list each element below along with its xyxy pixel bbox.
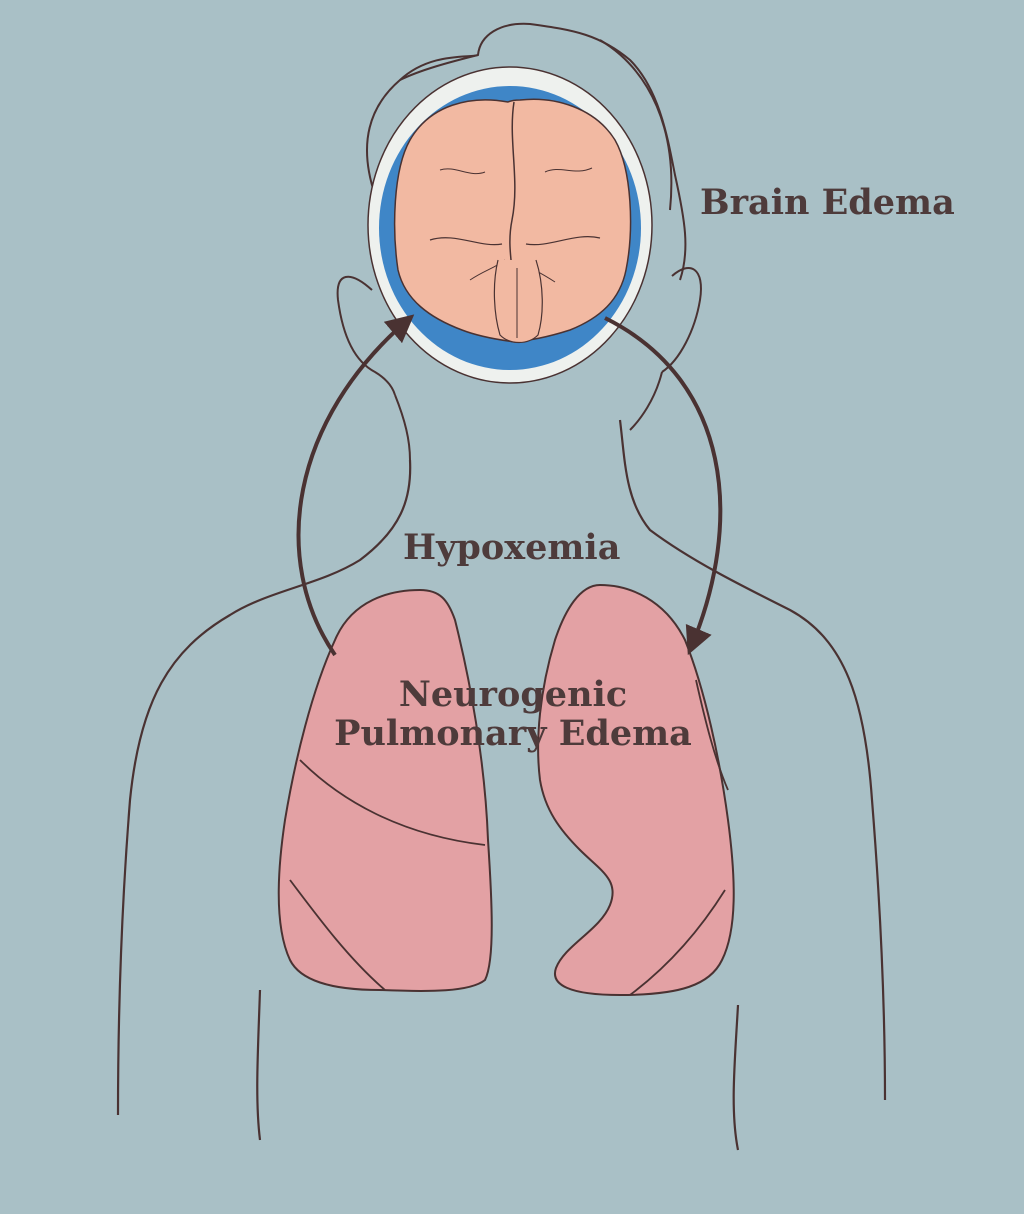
neurogenic-pulmonary-edema-label: Neurogenic Pulmonary Edema bbox=[298, 675, 728, 753]
npe-label-line1: Neurogenic bbox=[298, 675, 728, 714]
left-lung bbox=[279, 590, 492, 991]
npe-label-line2: Pulmonary Edema bbox=[298, 714, 728, 753]
brain bbox=[395, 99, 631, 342]
right-lung bbox=[538, 585, 734, 995]
hypoxemia-label: Hypoxemia bbox=[403, 530, 620, 565]
brain-edema-label: Brain Edema bbox=[700, 185, 955, 220]
